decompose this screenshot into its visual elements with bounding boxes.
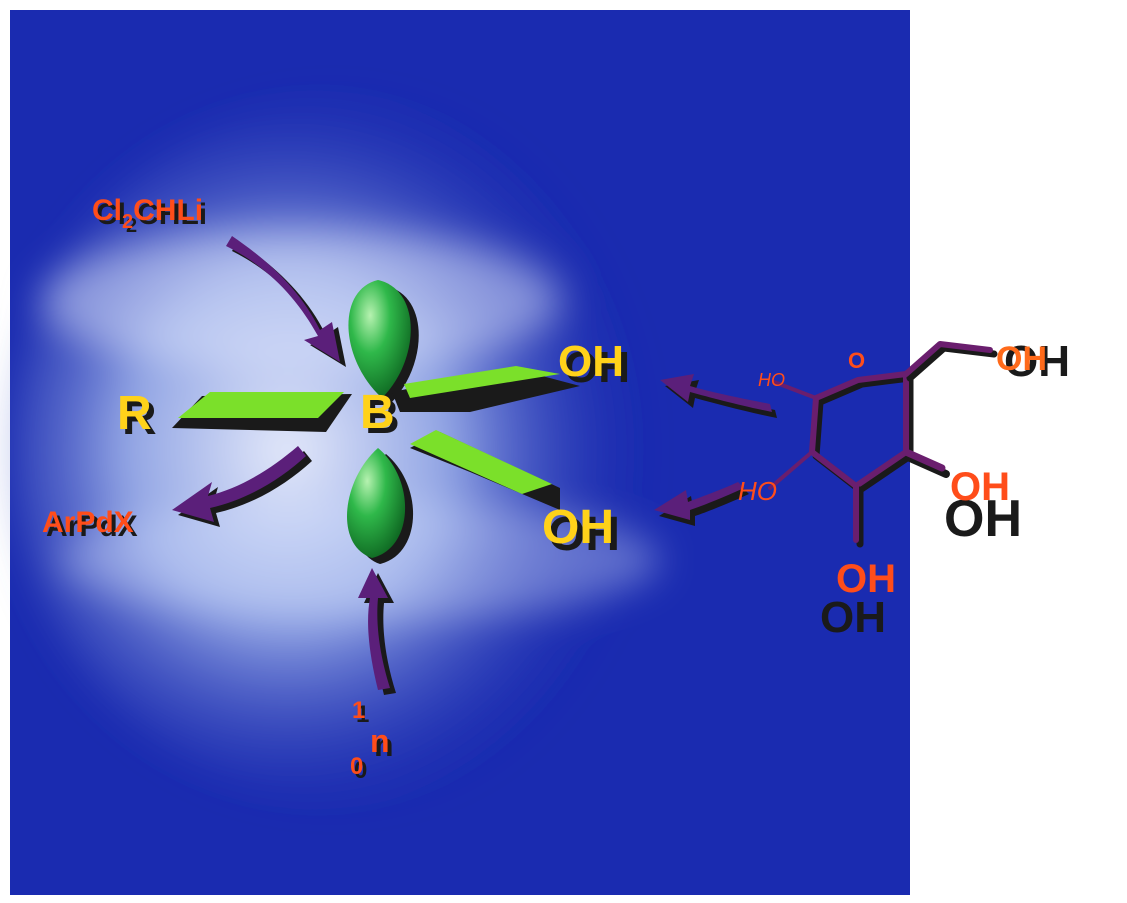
oh-upper-shadow: OH — [564, 343, 630, 392]
sugar-ring — [768, 341, 998, 548]
oh-right-shadow: OH — [944, 490, 1022, 548]
boron-label: B — [360, 386, 395, 439]
oh-bottom-label: OH — [836, 557, 896, 601]
neutron-mass-label: 1 — [352, 697, 365, 724]
r-label: R — [117, 387, 152, 440]
oh-lower-label: OH — [542, 501, 614, 554]
arrow-sugar-upper — [660, 374, 777, 418]
reagent-top-label: Cl2CHLi — [92, 194, 203, 233]
upper-p-lobe — [348, 280, 419, 404]
neutron-symbol-shadow: n — [374, 727, 394, 763]
ring-oxygen-label: O — [848, 348, 865, 373]
ho-upper-label: HO — [758, 370, 785, 390]
reagent-left: ArPdX ArPdX — [42, 506, 138, 543]
arrow-left-reagent — [172, 446, 312, 527]
neutron-atomic-shadow: 0 — [354, 757, 367, 784]
hydroxyl-upper: OH OH — [558, 337, 630, 392]
upper-oh-bond-plane — [392, 366, 580, 412]
oh-upper-label: OH — [558, 337, 624, 386]
neutron-symbol-label: n — [370, 723, 390, 759]
reagent-top: Cl2CHLi Cl2CHLi — [92, 194, 207, 237]
ho-lower-label: HO — [738, 476, 777, 506]
arrow-bottom-reagent — [358, 568, 396, 695]
oh-ch2-label: OH — [996, 340, 1047, 378]
oh-lower-shadow: OH — [548, 508, 620, 561]
oh-bottom-shadow: OH — [820, 593, 886, 642]
sugar-labels: O HO HO OH OH OH OH OH OH — [738, 337, 1070, 642]
reagent-left-shadow: ArPdX — [46, 510, 138, 543]
reagent-top-shadow: Cl2CHLi — [96, 198, 207, 237]
neutron-mass-shadow: 1 — [356, 701, 369, 728]
neutron-atomic-label: 0 — [350, 753, 363, 780]
lower-oh-bond-plane — [410, 430, 560, 510]
boron-shadow: B — [365, 391, 400, 444]
r-bond-plane — [172, 392, 352, 432]
oh-right-label: OH — [950, 465, 1010, 509]
reagent-bottom: 1 1 0 0 n n — [350, 697, 394, 784]
lower-p-lobe — [347, 448, 414, 564]
substituent-label: R R — [117, 387, 157, 445]
mist — [10, 100, 670, 800]
oh-ch2-shadow: OH — [1004, 337, 1070, 386]
hydroxyl-lower: OH OH — [542, 501, 620, 561]
reagent-left-label: ArPdX — [42, 506, 134, 539]
central-atom-label: B B — [360, 386, 400, 444]
arrow-top-reagent — [226, 236, 346, 367]
arrow-sugar-lower — [654, 482, 749, 526]
r-shadow: R — [122, 392, 157, 445]
